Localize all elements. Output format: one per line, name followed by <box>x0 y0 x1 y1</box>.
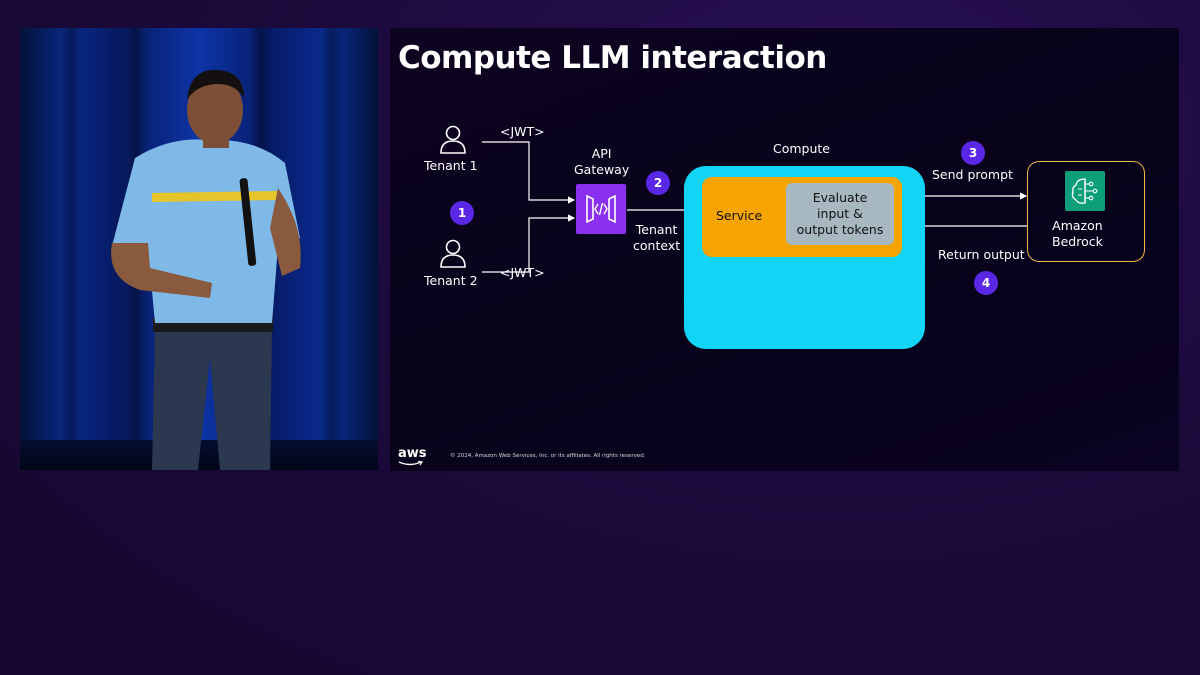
tenant-2-label: Tenant 2 <box>424 273 478 288</box>
service-label: Service <box>716 208 763 223</box>
tenant-context-label: Tenant context <box>633 222 681 253</box>
send-prompt-label: Send prompt <box>932 167 1013 182</box>
step-badge-4: 4 <box>974 271 998 295</box>
copyright-text: © 2024, Amazon Web Services, Inc. or its… <box>450 453 646 459</box>
slide-title: Compute LLM interaction <box>398 40 827 76</box>
aws-logo: aws <box>398 446 427 466</box>
compute-label: Compute <box>773 141 831 156</box>
return-output-label: Return output <box>938 247 1025 262</box>
jwt-label-bottom: <JWT> <box>500 265 545 280</box>
bedrock-brain-icon <box>1065 171 1105 211</box>
presentation-slide: Compute LLM interaction Tenant 1 Tenant … <box>390 28 1179 471</box>
aws-logo-text: aws <box>398 446 427 461</box>
tenant-1-user-icon <box>440 125 466 154</box>
tenant-2-user-icon <box>440 239 466 268</box>
step-badge-1: 1 <box>450 201 474 225</box>
amazon-bedrock-container <box>1027 161 1145 262</box>
api-gateway-icon <box>576 184 626 234</box>
tenant-1-label: Tenant 1 <box>424 158 478 173</box>
speaker-figure <box>111 69 301 470</box>
jwt-label-top: <JWT> <box>500 124 545 139</box>
api-gateway-label: API Gateway <box>574 146 630 177</box>
speaker-video <box>20 28 378 470</box>
evaluate-tokens-label: Evaluate input & output tokens <box>796 190 884 237</box>
step-badge-3: 3 <box>961 141 985 165</box>
step-badge-2: 2 <box>646 171 670 195</box>
amazon-bedrock-label: Amazon Bedrock <box>1052 218 1103 249</box>
aws-smile-icon <box>398 461 423 466</box>
evaluate-tokens-box: Evaluate input & output tokens <box>786 183 894 245</box>
